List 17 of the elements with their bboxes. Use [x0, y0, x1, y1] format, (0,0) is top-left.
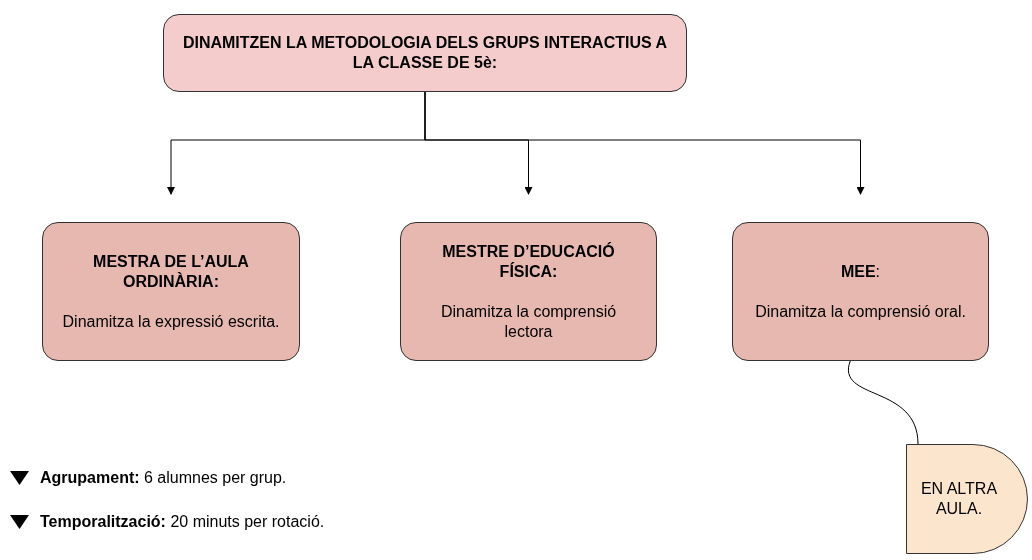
role-box — [42, 222, 300, 361]
role-box — [400, 222, 657, 361]
arrow — [424, 91, 865, 195]
box-heading: MEE: — [840, 261, 881, 282]
box-text: Dinamitza la expressió escrita. — [62, 311, 280, 332]
box-text: EN ALTRA AULA. — [920, 479, 998, 519]
note-text: Agrupament: 6 alumnes per grup. — [40, 468, 287, 488]
title-box — [163, 14, 687, 92]
title-text: DINAMITZEN LA METODOLOGIA DELS GRUPS INTERACTIUS A LA CLASSE DE 5è: — [181, 33, 669, 73]
connector-line — [847, 360, 919, 445]
delay-shape — [906, 444, 1028, 554]
box-text: Dinamitza la comprensió lectora — [439, 301, 618, 342]
note-text: Temporalització: 20 minuts per rotació. — [40, 512, 325, 532]
box-text: Dinamitza la comprensió oral. — [755, 301, 966, 322]
box-heading: MESTRA DE L’AULA ORDINÀRIA: — [92, 251, 250, 292]
role-box — [732, 222, 989, 361]
box-heading: MESTRE D’EDUCACIÓ FÍSICA: — [441, 241, 616, 282]
